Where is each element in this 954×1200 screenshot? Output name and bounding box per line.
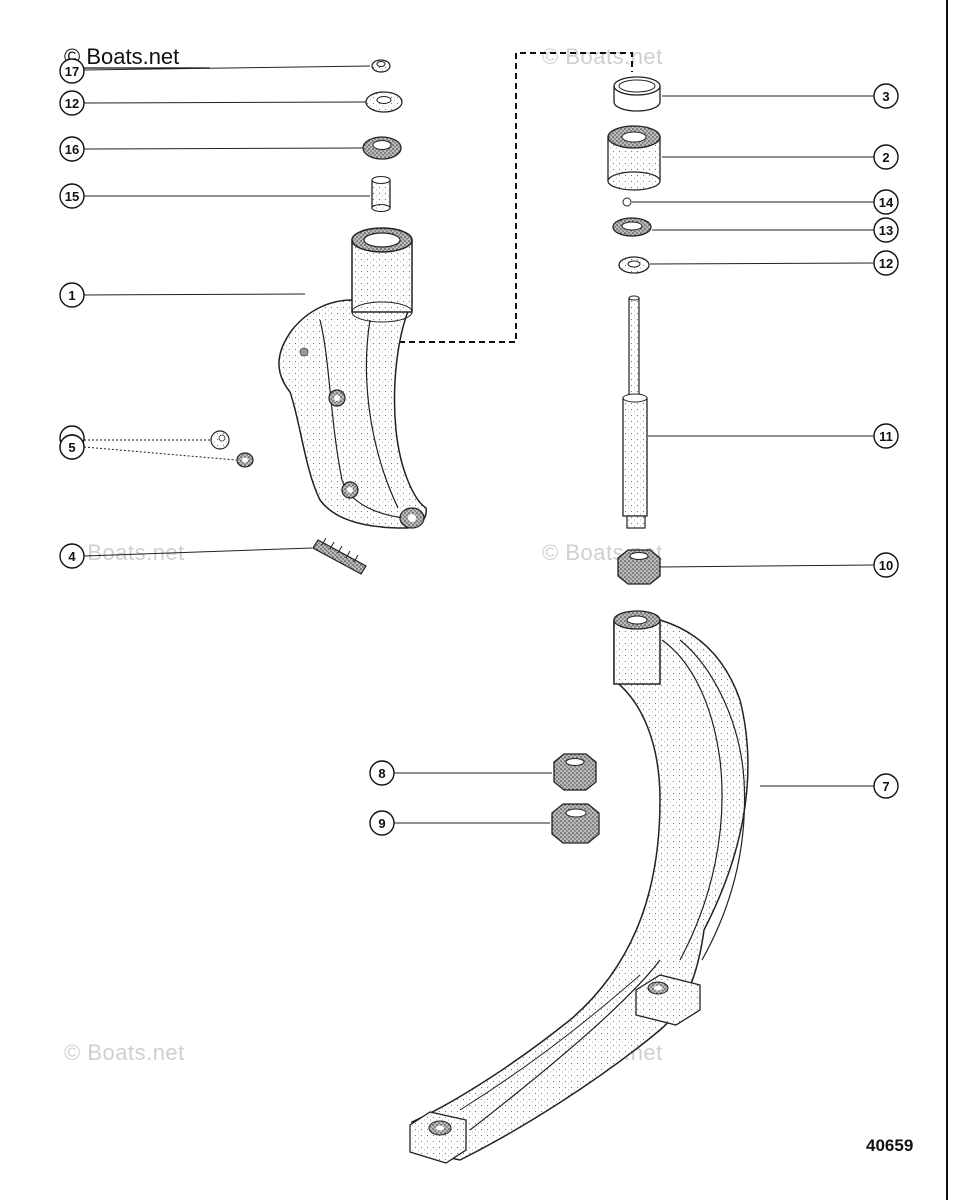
svg-text:1: 1 — [68, 288, 75, 303]
svg-text:2: 2 — [882, 150, 889, 165]
watermark-top-right: © Boats.net — [542, 44, 663, 69]
svg-text:13: 13 — [879, 223, 893, 238]
part-2-bearing — [607, 125, 661, 191]
drawing-number: 40659 — [866, 1136, 914, 1155]
part-5-washer — [236, 452, 254, 468]
callout-13: 13 — [873, 217, 899, 243]
callout-3: 3 — [873, 83, 899, 109]
callout-9: 9 — [369, 810, 395, 836]
callout-15: 15 — [59, 183, 85, 209]
right-border — [946, 0, 948, 1200]
svg-text:17: 17 — [65, 64, 79, 79]
svg-text:16: 16 — [65, 142, 79, 157]
part-17-bushing — [371, 59, 391, 73]
part-15-sleeve — [371, 176, 391, 212]
svg-text:12: 12 — [65, 96, 79, 111]
part-12-washer-left — [365, 91, 403, 113]
callout-7: 7 — [873, 773, 899, 799]
part-8-nut — [553, 753, 597, 791]
watermark-bottom-left: © Boats.net — [64, 1040, 185, 1065]
part-7-steering-arm — [409, 610, 749, 1164]
callout-4: 4 — [59, 543, 85, 569]
part-13-seal — [612, 217, 652, 237]
part-16-seal — [362, 136, 402, 160]
dashed-connector — [382, 52, 633, 343]
part-10-nut — [617, 549, 661, 585]
part-3-ring — [613, 76, 661, 112]
callout-12-left: 12 — [59, 90, 85, 116]
svg-text:12: 12 — [879, 256, 893, 271]
part-1-steering-bracket — [278, 227, 427, 529]
callout-16: 16 — [59, 136, 85, 162]
svg-text:9: 9 — [378, 816, 385, 831]
svg-text:7: 7 — [882, 779, 889, 794]
part-4-stud — [312, 537, 367, 575]
part-9-nut — [551, 803, 600, 844]
callout-1: 1 — [59, 282, 85, 308]
svg-text:4: 4 — [68, 549, 76, 564]
svg-text:15: 15 — [65, 189, 79, 204]
leader-lines — [83, 65, 875, 824]
callout-5-label: 5 — [59, 434, 85, 460]
callout-2: 2 — [873, 144, 899, 170]
callout-10: 10 — [873, 552, 899, 578]
svg-text:14: 14 — [879, 195, 894, 210]
part-12-washer-right — [618, 256, 650, 274]
svg-text:5: 5 — [68, 440, 75, 455]
callout-17: 17 — [59, 58, 85, 84]
part-11-shaft — [622, 295, 648, 529]
callout-12-right: 12 — [873, 250, 899, 276]
svg-text:11: 11 — [879, 429, 893, 444]
part-6-grease-fitting — [210, 430, 230, 450]
callout-11: 11 — [873, 423, 899, 449]
svg-text:3: 3 — [882, 89, 889, 104]
watermark-top-left: © Boats.net — [64, 44, 180, 69]
callout-14: 14 — [873, 189, 899, 215]
callout-8: 8 — [369, 760, 395, 786]
part-14-ball — [622, 197, 632, 207]
svg-text:8: 8 — [378, 766, 385, 781]
svg-text:10: 10 — [879, 558, 893, 573]
